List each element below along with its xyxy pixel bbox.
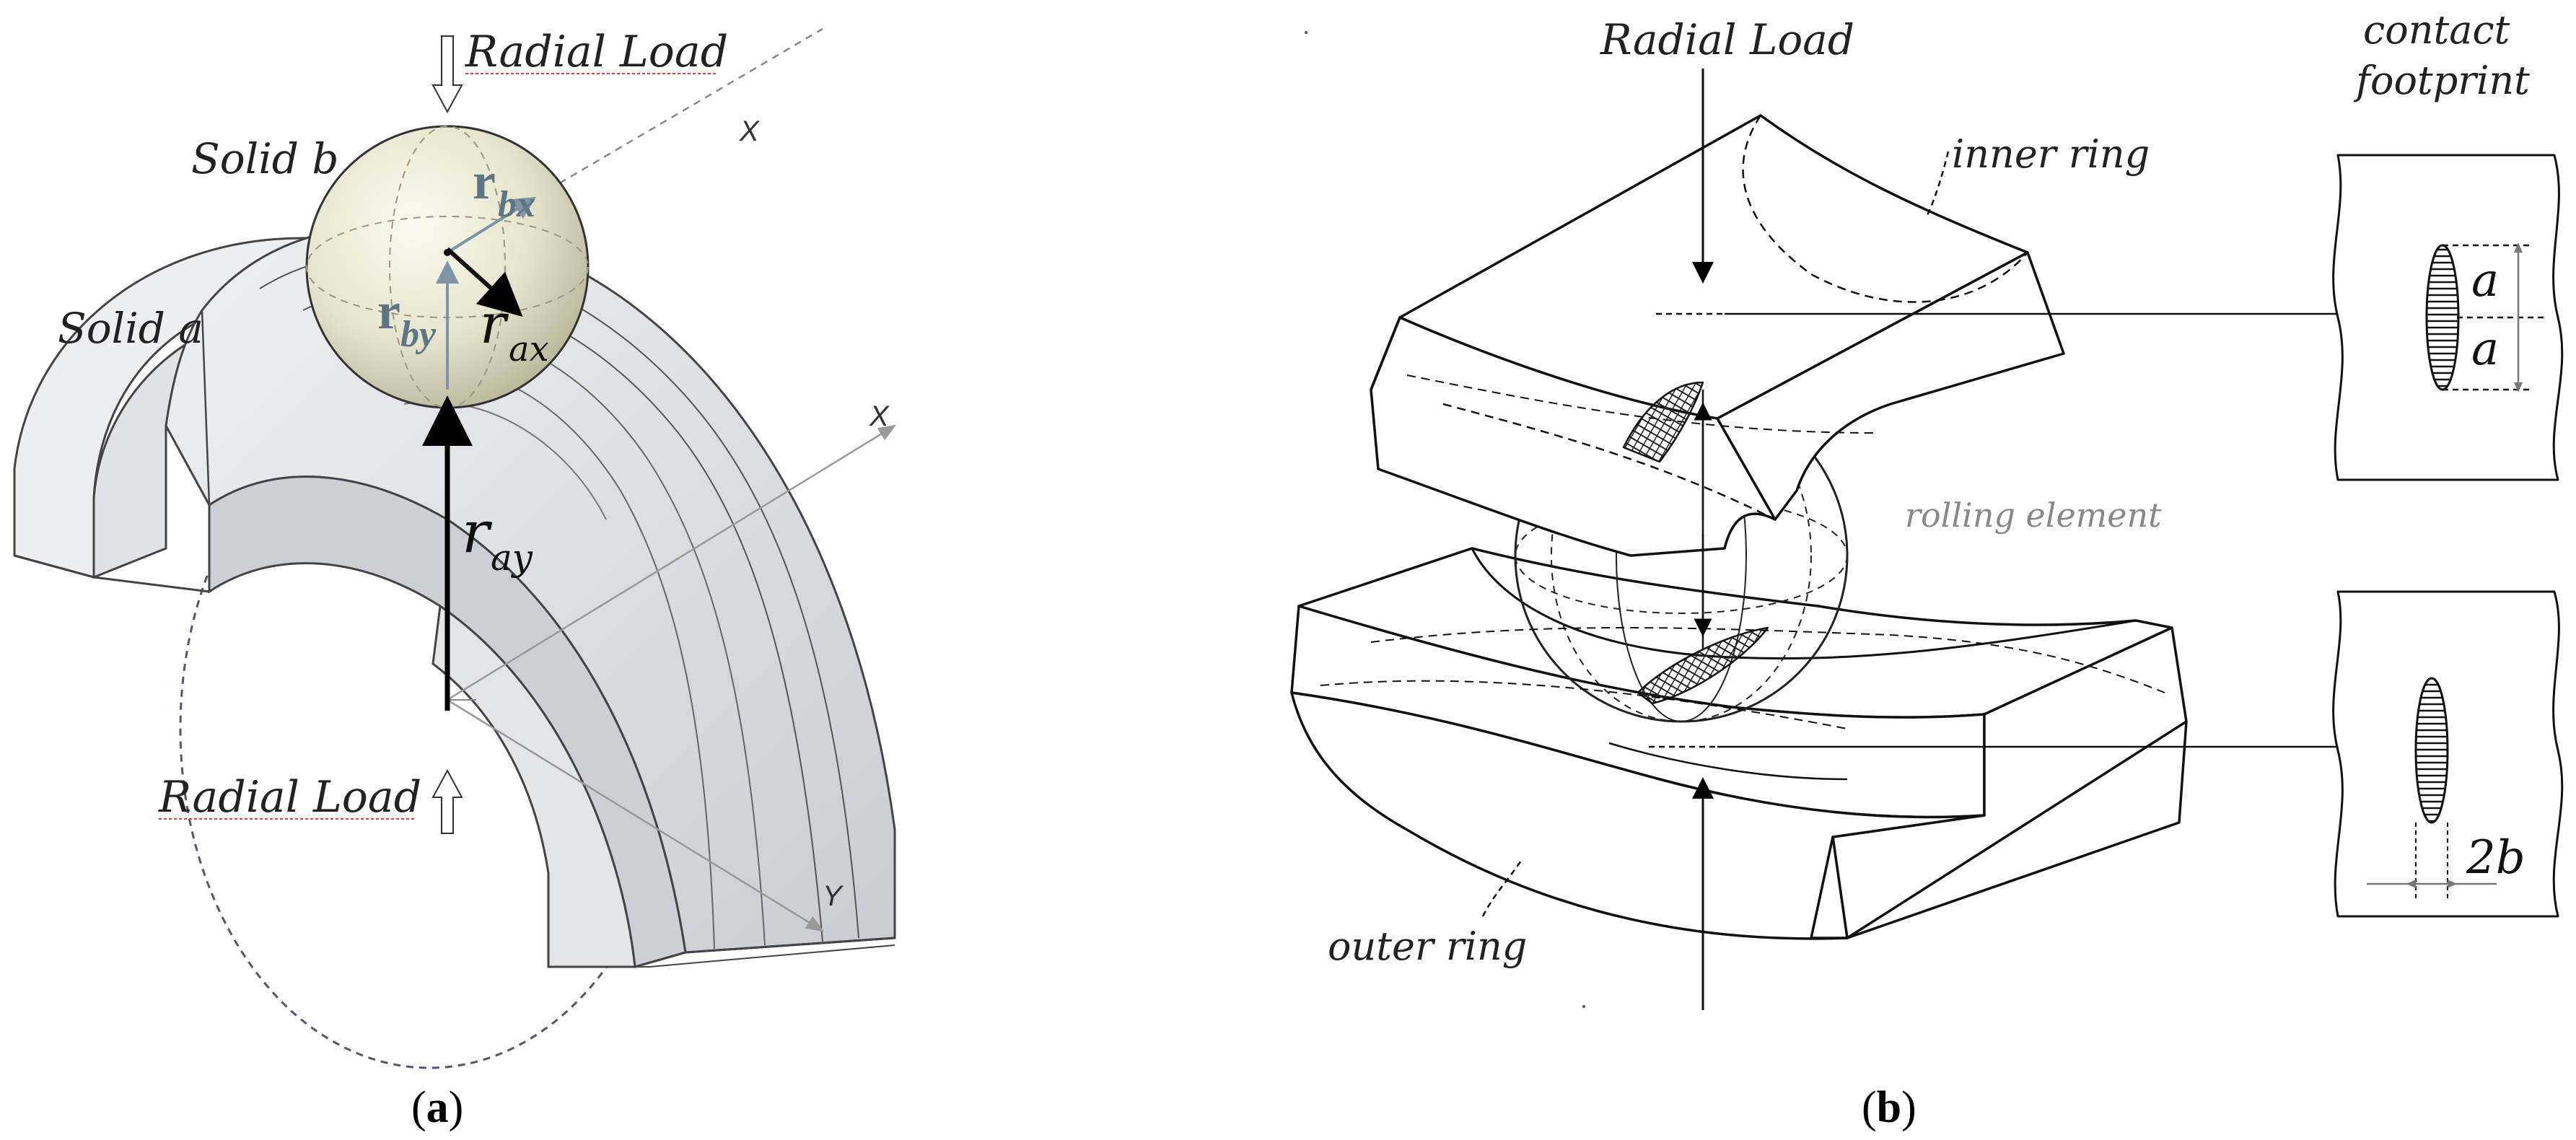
- radial-load-top-arrow: [431, 35, 463, 114]
- radial-load-bottom-arrow: [431, 768, 463, 834]
- caption-a: (a): [411, 1083, 463, 1132]
- dimension-a-bottom: a: [2471, 323, 2499, 376]
- svg-text:by: by: [400, 314, 437, 355]
- y-axis-line: [447, 698, 825, 932]
- panel-a: Radial Load Radial Load Solid b Solid a …: [13, 27, 897, 1132]
- dimension-2b: 2b: [2466, 831, 2525, 885]
- svg-text:r: r: [377, 282, 400, 340]
- r-ay-label: r ay: [462, 499, 533, 579]
- radial-load-bottom-label: Radial Load: [158, 772, 421, 823]
- inner-ring-leader: [1925, 151, 1950, 217]
- r-bx-arrow: [446, 196, 537, 254]
- svg-text:ax: ax: [509, 329, 549, 369]
- contact-footprint-label-line1: contact: [2363, 7, 2510, 53]
- inner-ring-label: inner ring: [1952, 131, 2150, 177]
- solid-a-ring: [13, 224, 896, 968]
- solid-a-label: Solid a: [58, 304, 203, 353]
- inner-contact-patch: [1622, 381, 1704, 463]
- x-lower-label: X: [869, 400, 890, 432]
- inner-ring-block: [1370, 114, 2065, 557]
- y-axis-label: Y: [823, 880, 844, 912]
- solid-b-label: Solid b: [191, 134, 338, 183]
- r-by-label: r by: [377, 282, 437, 355]
- dimension-a-top: a: [2471, 254, 2499, 307]
- svg-text:bx: bx: [498, 184, 535, 225]
- svg-text:(a): (a): [411, 1083, 463, 1132]
- caption-b: (b): [1862, 1083, 1916, 1132]
- x-axis-lower: [447, 424, 897, 701]
- panel-b: Radial Load inner ring outer ring rollin…: [1290, 7, 2564, 1132]
- outer-ring-leader: [1481, 858, 1524, 917]
- outer-contact-patch: [1637, 626, 1769, 705]
- x-upper-label: X: [739, 115, 760, 147]
- contact-footprint-inner-panel: [2332, 154, 2564, 481]
- r-ax-label: r ax: [480, 291, 549, 369]
- radial-load-label-b: Radial Load: [1600, 15, 1854, 64]
- rolling-element-label: rolling element: [1905, 496, 2162, 535]
- contact-footprint-outer-panel: [2332, 590, 2564, 918]
- svg-text:r: r: [462, 499, 493, 566]
- outer-ring-label: outer ring: [1328, 924, 1527, 969]
- svg-text:ay: ay: [491, 537, 533, 579]
- svg-text:(b): (b): [1862, 1083, 1916, 1132]
- r-bx-label: r bx: [473, 152, 535, 225]
- radial-load-top-label: Radial Load: [465, 27, 728, 77]
- svg-text:r: r: [480, 291, 509, 356]
- r-ax-arrow: [445, 247, 523, 317]
- svg-text:r: r: [473, 152, 496, 210]
- outer-ring-block: [1290, 547, 2188, 940]
- contact-footprint-label-line2: footprint: [2353, 58, 2530, 103]
